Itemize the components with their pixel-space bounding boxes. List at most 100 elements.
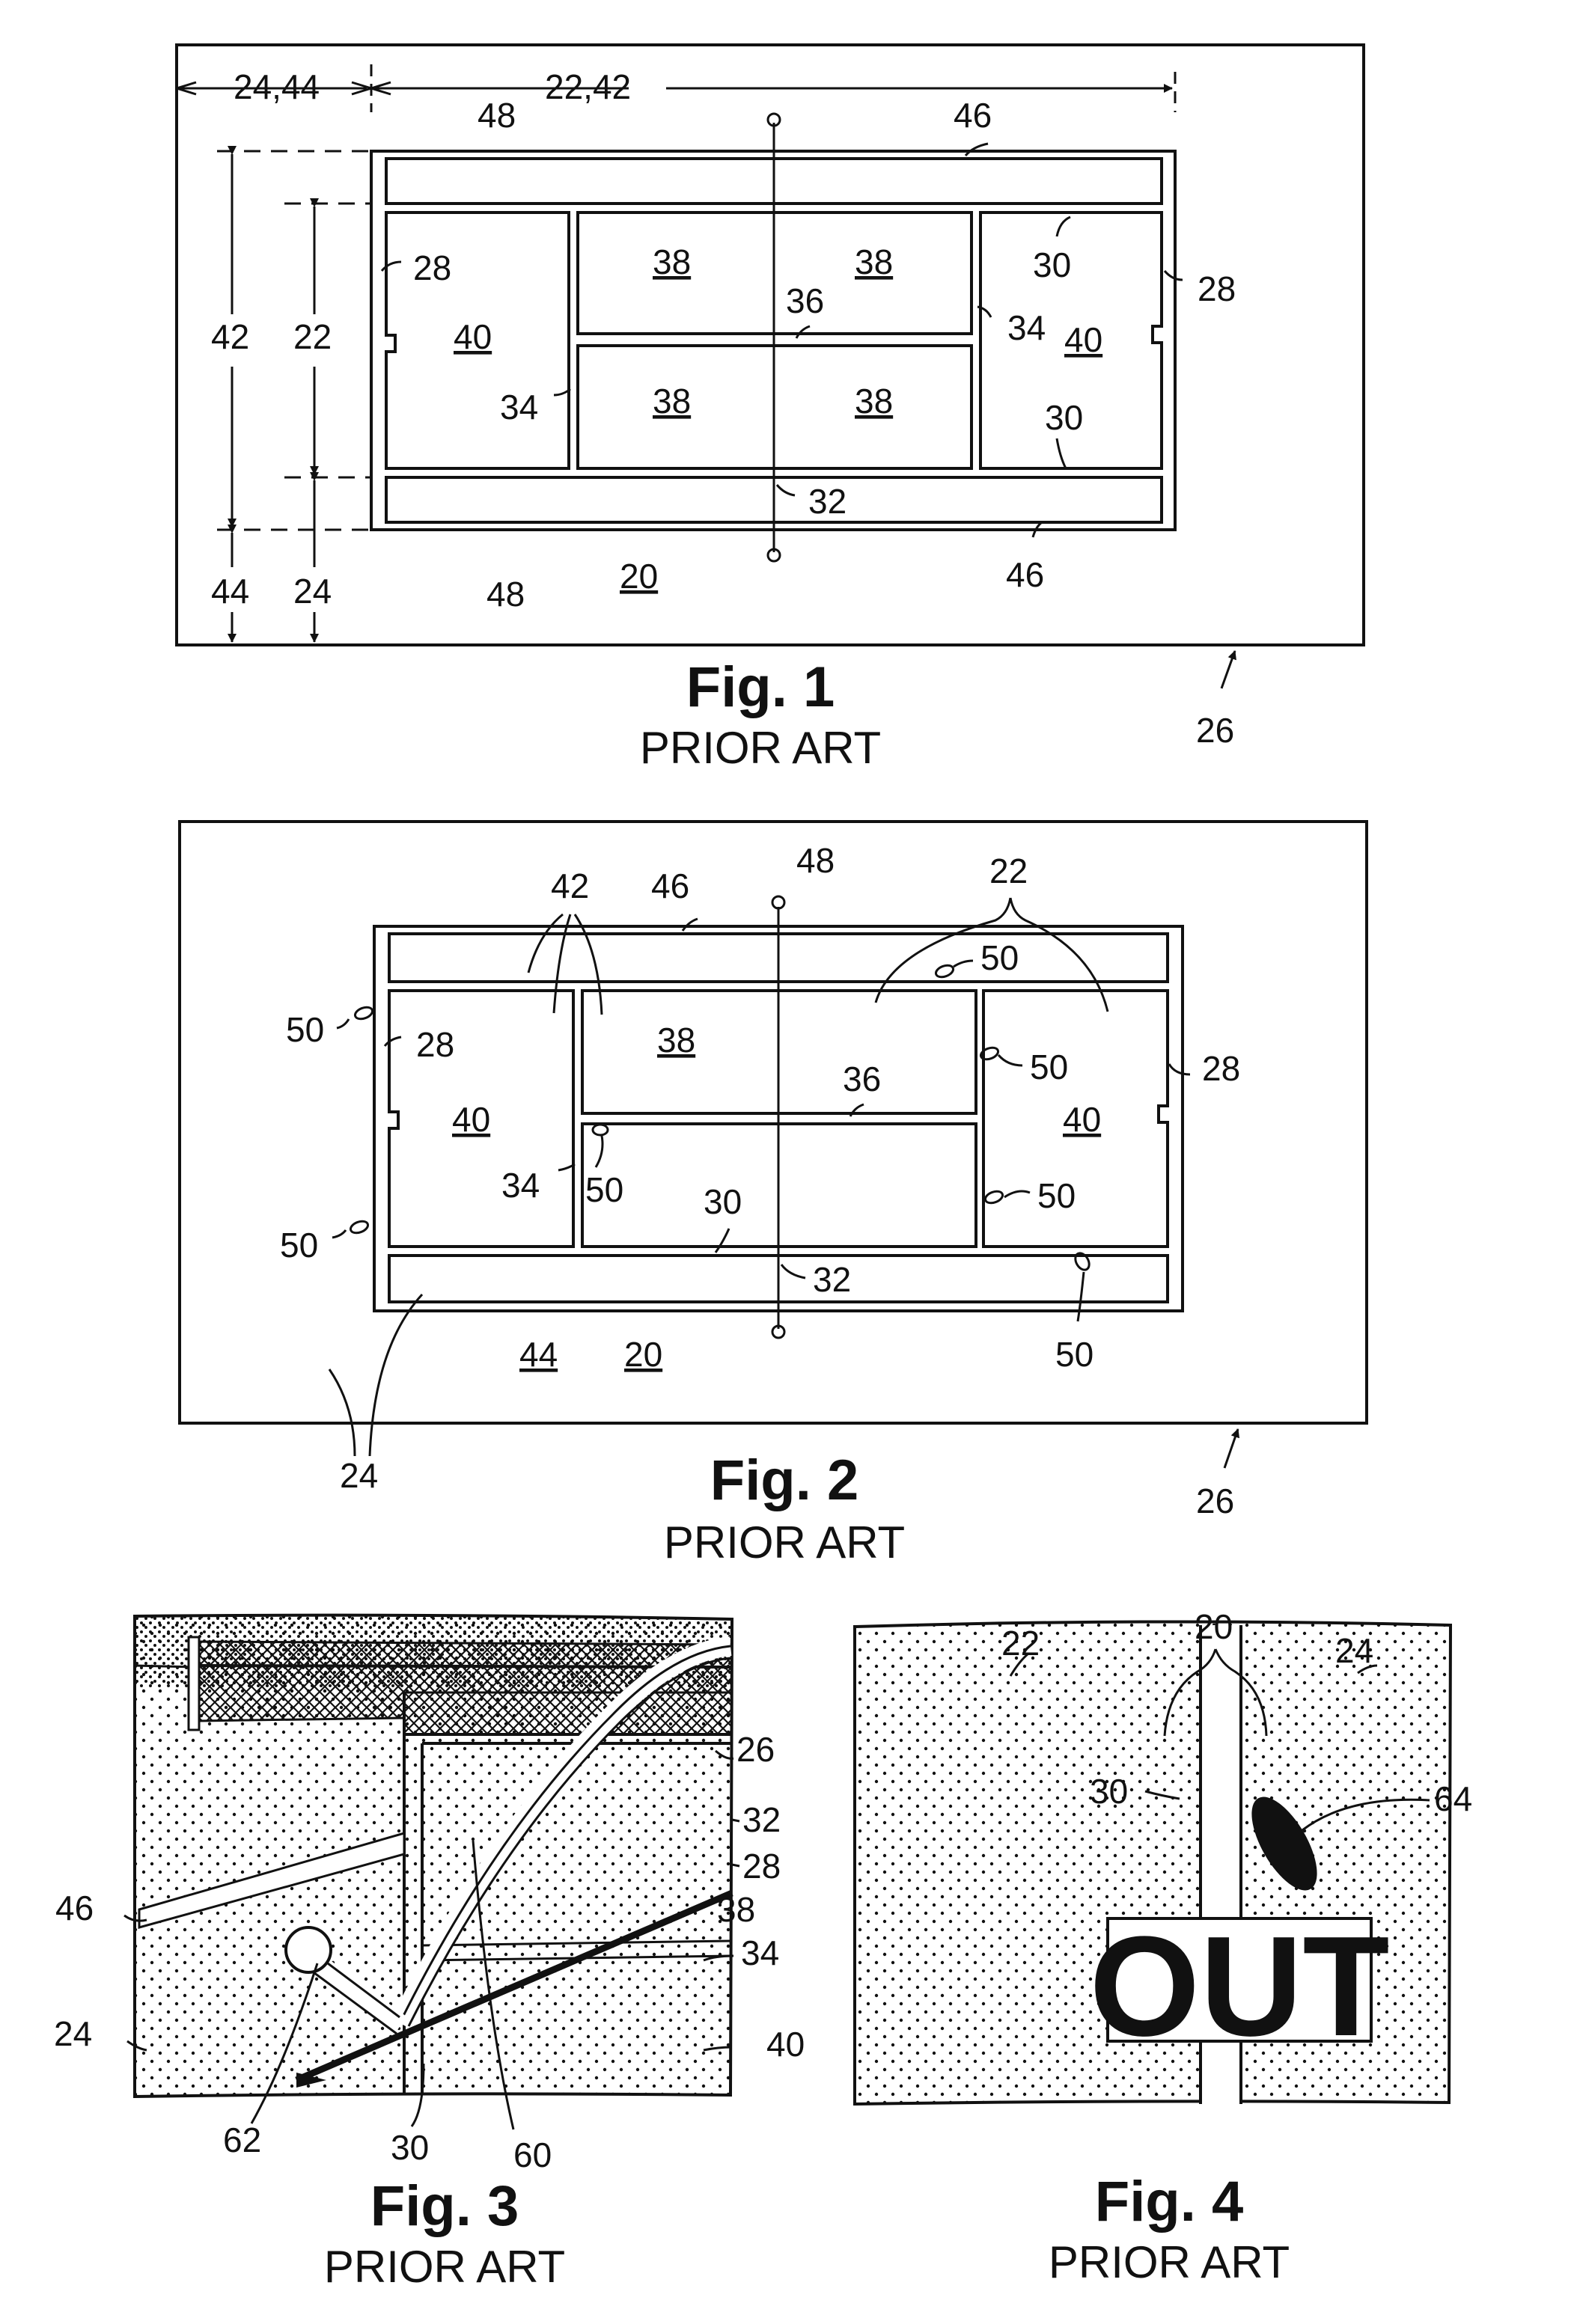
fig1-label-32: 32 <box>808 482 847 521</box>
fig2-label-46: 46 <box>651 866 689 905</box>
fig2-leader-24-b <box>370 1294 422 1456</box>
fig4-caption: PRIOR ART <box>1049 2237 1290 2287</box>
fig2-leader-28-right <box>1169 1064 1190 1074</box>
fig2-label-40-right: 40 <box>1063 1100 1101 1139</box>
fig3-title: Fig. 3 <box>370 2174 519 2238</box>
fig1-leader-32 <box>777 485 795 495</box>
fig2-leader-24-a <box>329 1369 355 1456</box>
fig2-spot-50-b <box>934 963 954 979</box>
fig2-net-post-top <box>772 896 784 908</box>
fig2-leader-30 <box>716 1229 729 1253</box>
fig2-label-50-f: 50 <box>280 1226 318 1265</box>
fig3-label-26: 26 <box>736 1730 775 1769</box>
fig2-label-42: 42 <box>551 866 589 905</box>
fig4-label-64: 64 <box>1434 1779 1472 1818</box>
fig1-title: Fig. 1 <box>686 655 835 719</box>
fig1-leader-30-top <box>1057 217 1070 236</box>
fig2-leader-50-b <box>954 961 973 967</box>
fig2-label-34: 34 <box>501 1166 540 1205</box>
fig2-label-50-b: 50 <box>980 938 1019 977</box>
figure-4: OUT 22 20 24 30 64 Fig. 4 PRIOR ART <box>855 1607 1472 2287</box>
fig1-label-22-42: 22,42 <box>545 67 631 106</box>
fig2-leader-28-left <box>385 1037 401 1046</box>
fig1-label-34-left: 34 <box>500 388 538 426</box>
fig1-label-48-bottom: 48 <box>486 575 525 614</box>
fig1-leader-28-left <box>382 262 401 271</box>
fig2-ref26-arrow <box>1224 1429 1238 1468</box>
fig1-label-28-left: 28 <box>413 248 451 287</box>
fig4-out-sign-text: OUT <box>1089 1907 1389 2066</box>
fig2-label-26: 26 <box>1196 1481 1234 1520</box>
fig1-label-40-right: 40 <box>1064 320 1102 359</box>
figure-3: 26 32 28 46 38 34 24 40 62 30 60 Fig. 3 … <box>54 1615 805 2292</box>
fig1-label-24-44: 24,44 <box>234 67 320 106</box>
fig1-label-40-left: 40 <box>454 317 492 356</box>
fig2-label-50-g: 50 <box>1055 1335 1093 1374</box>
fig2-label-22: 22 <box>989 851 1028 890</box>
fig2-leader-42-c <box>575 914 602 1015</box>
fig3-label-28: 28 <box>742 1847 781 1886</box>
fig3-label-24: 24 <box>54 2014 92 2053</box>
fig3-label-38: 38 <box>717 1890 755 1929</box>
fig3-label-60: 60 <box>513 2135 552 2174</box>
fig1-label-30-bottom: 30 <box>1045 398 1083 437</box>
fig4-label-22: 22 <box>1001 1624 1040 1663</box>
fig3-leader-28 <box>732 1865 739 1866</box>
fig1-label-30-top: 30 <box>1033 245 1071 284</box>
fig2-leader-50-g <box>1078 1272 1084 1321</box>
fig3-ball-62 <box>286 1927 331 1972</box>
fig1-label-26: 26 <box>1196 711 1234 750</box>
fig2-leader-50-f <box>332 1230 346 1238</box>
fig2-label-30: 30 <box>704 1182 742 1221</box>
fig3-caption: PRIOR ART <box>324 2242 565 2292</box>
fig1-label-38-b: 38 <box>855 242 893 281</box>
fig1-ref26-arrow <box>1221 651 1235 688</box>
fig1-label-46-top: 46 <box>954 96 992 135</box>
fig3-label-46: 46 <box>55 1889 94 1927</box>
fig2-spot-50-d <box>593 1125 608 1135</box>
fig2-leader-50-a <box>337 1019 349 1028</box>
fig2-label-28-left: 28 <box>416 1025 454 1064</box>
fig1-label-38-a: 38 <box>653 242 691 281</box>
fig3-label-62: 62 <box>223 2120 261 2159</box>
fig4-label-30: 30 <box>1090 1772 1128 1811</box>
fig2-leader-50-c <box>998 1055 1022 1065</box>
fig3-net-top-line <box>199 1666 732 1667</box>
fig2-label-50-d: 50 <box>585 1170 623 1209</box>
fig1-label-22-vert: 22 <box>293 317 332 356</box>
fig2-label-36: 36 <box>843 1059 881 1098</box>
fig2-label-24: 24 <box>340 1456 378 1495</box>
fig2-spot-50-f <box>349 1219 369 1235</box>
fig1-label-24-vert: 24 <box>293 572 332 611</box>
fig1-label-36: 36 <box>786 281 824 320</box>
fig1-label-46-bottom: 46 <box>1006 555 1044 594</box>
fig3-leader-32 <box>732 1820 739 1821</box>
fig3-line-band <box>404 1692 732 1734</box>
fig2-spot-50-e <box>983 1189 1004 1205</box>
fig2-leader-22-b <box>1010 898 1108 1012</box>
fig4-label-24: 24 <box>1335 1631 1373 1670</box>
fig2-title: Fig. 2 <box>710 1449 858 1512</box>
fig4-label-20: 20 <box>1195 1607 1233 1646</box>
fig2-label-50-c: 50 <box>1030 1048 1068 1086</box>
fig2-label-38: 38 <box>657 1021 695 1059</box>
fig3-label-40: 40 <box>766 2025 805 2064</box>
fig1-label-48-top: 48 <box>478 96 516 135</box>
fig2-spot-50-a <box>353 1005 373 1021</box>
fig3-edge-line <box>135 1666 195 1667</box>
figure-2: 42 46 48 22 50 50 28 38 36 50 28 40 40 3… <box>180 822 1367 1568</box>
fig2-leader-42-b <box>554 914 570 1013</box>
fig1-label-28-right: 28 <box>1198 269 1236 308</box>
fig2-label-28-right: 28 <box>1202 1049 1240 1088</box>
fig2-leader-42-a <box>528 914 563 973</box>
fig2-label-40-left: 40 <box>452 1100 490 1139</box>
fig1-label-42-vert: 42 <box>211 317 249 356</box>
fig3-net-post <box>189 1637 199 1730</box>
fig2-spot-50-g <box>1073 1251 1092 1273</box>
fig1-label-44-vert: 44 <box>211 572 249 611</box>
fig2-leader-32 <box>781 1265 805 1278</box>
fig2-label-32: 32 <box>813 1260 851 1299</box>
fig2-caption: PRIOR ART <box>664 1517 905 1568</box>
fig1-label-34-right: 34 <box>1007 308 1046 347</box>
